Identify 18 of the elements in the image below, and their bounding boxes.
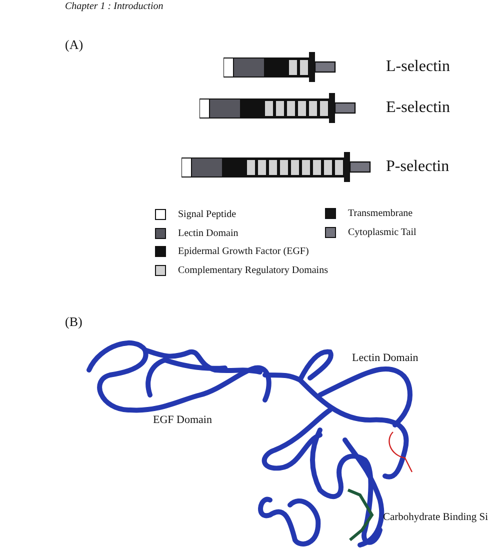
domain-bar xyxy=(199,93,356,123)
panel-label: (B) xyxy=(65,315,82,330)
protein-name: E-selectin xyxy=(386,99,450,117)
domain-label: EGF Domain xyxy=(153,414,212,426)
domain-label: Lectin Domain xyxy=(352,352,418,364)
site-label: Carbohydrate Binding Si xyxy=(383,512,488,524)
protein-name: P-selectin xyxy=(386,158,450,176)
legend-text: Transmembrane xyxy=(348,208,413,219)
domain-bar xyxy=(223,52,336,82)
page-header: Chapter 1 : Introduction xyxy=(65,1,164,12)
legend-text: Epidermal Growth Factor (EGF) xyxy=(178,246,309,257)
domain-bar xyxy=(181,152,371,182)
legend-text: Complementary Regulatory Domains xyxy=(178,265,328,276)
legend-text: Lectin Domain xyxy=(178,228,238,239)
protein-name: L-selectin xyxy=(386,58,450,76)
legend-text: Cytoplasmic Tail xyxy=(348,227,416,238)
legend-text: Signal Peptide xyxy=(178,209,236,220)
panel-label: (A) xyxy=(65,38,84,52)
